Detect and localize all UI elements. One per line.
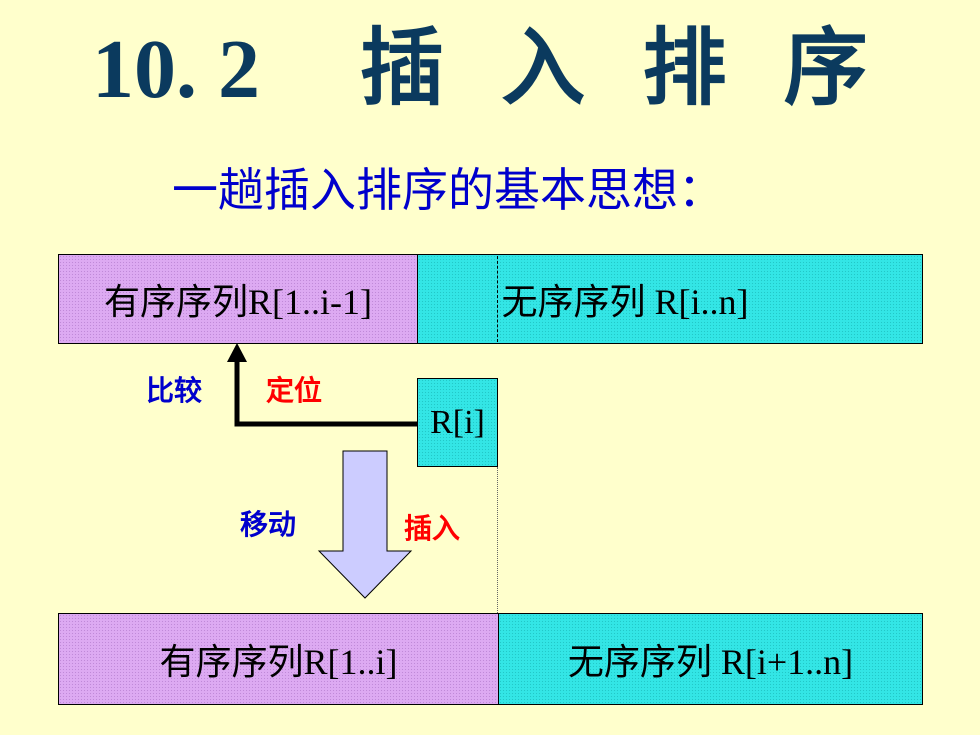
top-unsorted-label: 无序序列 R[i..n]	[501, 282, 749, 322]
section-number: 10. 2	[92, 23, 260, 116]
locate-label: 定位	[266, 374, 323, 407]
subtitle: 一趟插入排序的基本思想：	[172, 163, 724, 217]
compare-label: 比较	[146, 374, 203, 407]
bottom-row-divider-guide	[497, 467, 498, 613]
move-label: 移动	[240, 508, 297, 541]
up-arrowhead-icon	[227, 343, 247, 362]
current-element-label: R[i]	[430, 403, 485, 441]
top-sorted-segment: 有序序列R[1..i-1]	[58, 254, 418, 344]
bottom-unsorted-segment: 无序序列 R[i+1..n]	[498, 613, 923, 705]
top-unsorted-segment: 无序序列 R[i..n]	[417, 254, 923, 344]
top-sorted-label: 有序序列R[1..i-1]	[104, 282, 372, 322]
top-row-divider	[497, 256, 498, 342]
page-title: 10. 2 插 入 排 序	[92, 18, 882, 121]
bottom-sorted-label: 有序序列R[1..i]	[159, 642, 398, 682]
insert-label: 插入	[404, 512, 461, 545]
locate-arrow	[234, 356, 417, 427]
bottom-unsorted-label: 无序序列 R[i+1..n]	[567, 642, 854, 682]
bottom-sorted-segment: 有序序列R[1..i]	[58, 613, 499, 705]
current-element-box: R[i]	[417, 378, 498, 467]
section-title: 插 入 排 序	[360, 18, 882, 117]
down-arrow-icon	[317, 450, 413, 599]
